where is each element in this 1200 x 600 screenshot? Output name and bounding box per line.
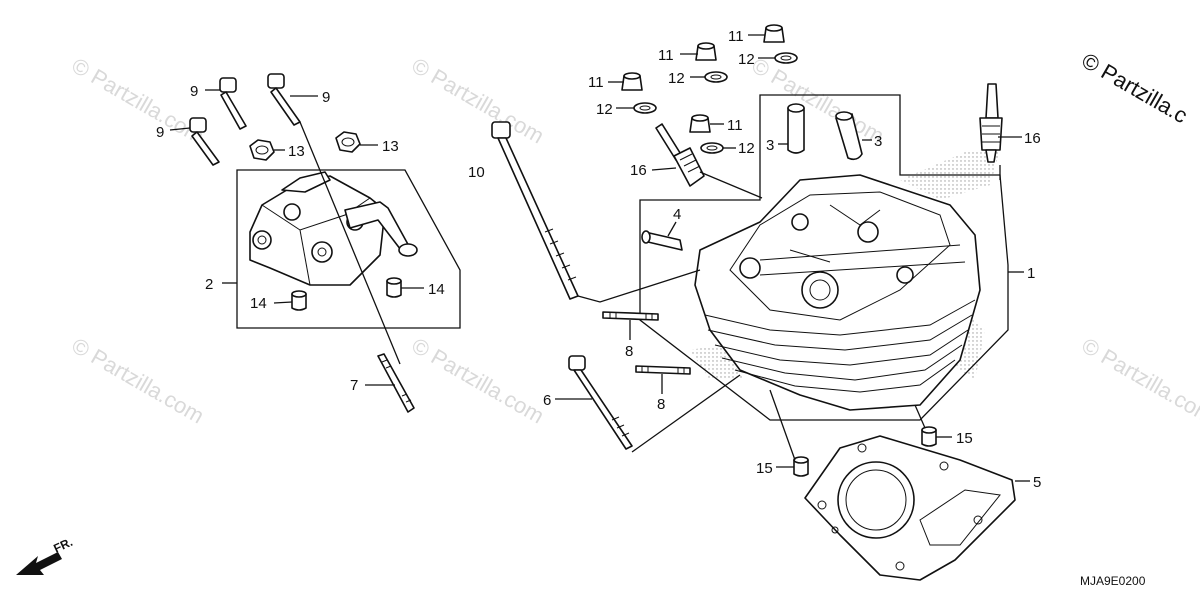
callout-12-b: 12 bbox=[668, 70, 685, 87]
bolt-9-a bbox=[219, 77, 247, 130]
connector-bolt6-line bbox=[631, 374, 741, 453]
diagram-code: MJA9E0200 bbox=[1080, 574, 1146, 588]
dowel-15-b bbox=[793, 456, 809, 477]
spark-plug-16-a bbox=[655, 123, 705, 187]
stud-bolt-8-b bbox=[635, 365, 691, 375]
seal-11-c bbox=[763, 24, 785, 43]
washer-12-c bbox=[774, 52, 798, 64]
group-box-1 bbox=[639, 94, 1009, 421]
bolt-9-c bbox=[189, 117, 220, 166]
valve-guide-3-b bbox=[835, 111, 863, 161]
rocker-arm-holder bbox=[249, 171, 418, 286]
callout-14-a: 14 bbox=[250, 295, 267, 312]
connector-bolt10-line bbox=[577, 269, 701, 303]
callout-labels: 9 9 9 13 13 2 14 14 7 10 11 12 11 12 11 … bbox=[156, 28, 1041, 491]
callout-10: 10 bbox=[468, 164, 485, 181]
dowel-pin-14-a bbox=[291, 290, 307, 311]
stud-bolt-8-a bbox=[602, 311, 659, 321]
front-arrow-label: FR. bbox=[51, 535, 74, 556]
callout-16-a: 16 bbox=[630, 162, 647, 179]
callout-9-c: 9 bbox=[156, 124, 164, 141]
nut-13-a bbox=[249, 139, 275, 161]
callout-11-d: 11 bbox=[727, 117, 743, 134]
copyright-text: © Partzilla.c bbox=[1078, 48, 1192, 128]
watermark-2: © Partzilla.com bbox=[408, 53, 549, 149]
rocker-arm-holder-assembly bbox=[169, 73, 461, 413]
watermark-5: © Partzilla.com bbox=[408, 333, 549, 429]
callout-4: 4 bbox=[673, 206, 681, 223]
washer-12-d bbox=[700, 142, 724, 154]
callout-2: 2 bbox=[205, 276, 213, 293]
nut-13-b bbox=[335, 131, 361, 153]
callout-13-b: 13 bbox=[382, 138, 399, 155]
callout-3-b: 3 bbox=[874, 133, 882, 150]
bolt-6 bbox=[568, 355, 633, 450]
callout-14-b: 14 bbox=[428, 281, 445, 298]
connector-dowel15-line bbox=[769, 389, 796, 461]
callout-9-b: 9 bbox=[322, 89, 330, 106]
watermark-6: © Partzilla.com bbox=[1078, 333, 1200, 429]
callout-11-a: 11 bbox=[588, 74, 604, 91]
callout-7: 7 bbox=[350, 377, 358, 394]
washer-12-a bbox=[633, 102, 657, 114]
callout-8-a: 8 bbox=[625, 343, 633, 360]
group-box-2 bbox=[236, 169, 461, 329]
stud-bolt-7 bbox=[377, 353, 415, 413]
callout-11-c: 11 bbox=[728, 28, 744, 45]
spark-plug-16-b bbox=[979, 83, 1003, 163]
seal-11-b bbox=[695, 42, 717, 61]
dowel-pin-14-b bbox=[386, 277, 402, 298]
callout-13-a: 13 bbox=[288, 143, 305, 160]
dowel-4 bbox=[641, 230, 683, 251]
cylinder-head-gasket-5 bbox=[804, 435, 1016, 581]
callout-8-b: 8 bbox=[657, 396, 665, 413]
washer-12-b bbox=[704, 71, 728, 83]
seal-11-d bbox=[689, 114, 711, 133]
callout-12-c: 12 bbox=[738, 51, 755, 68]
front-arrow-icon bbox=[16, 552, 62, 575]
callout-16-b: 16 bbox=[1024, 130, 1041, 147]
shading-left bbox=[690, 345, 745, 380]
callout-3-a: 3 bbox=[766, 137, 774, 154]
callout-6: 6 bbox=[543, 392, 551, 409]
connector-plug-line bbox=[699, 171, 763, 199]
callout-15-b: 15 bbox=[756, 460, 773, 477]
callout-9-a: 9 bbox=[190, 83, 198, 100]
seal-11-a bbox=[621, 72, 643, 91]
callout-12-a: 12 bbox=[596, 101, 613, 118]
callout-5: 5 bbox=[1033, 474, 1041, 491]
dowel-15-a bbox=[921, 426, 937, 447]
front-direction-arrow: FR. bbox=[16, 535, 75, 575]
valve-guide-3-a bbox=[787, 103, 805, 154]
watermark-4: © Partzilla.com bbox=[68, 333, 209, 429]
callout-11-b: 11 bbox=[658, 47, 674, 64]
connector-dowel15b-line bbox=[914, 404, 926, 429]
callout-1: 1 bbox=[1027, 265, 1035, 282]
watermark-1: © Partzilla.com bbox=[68, 53, 209, 149]
bolt-10 bbox=[491, 121, 579, 300]
callout-15-a: 15 bbox=[956, 430, 973, 447]
bolt-9-b bbox=[267, 73, 301, 126]
watermark-3: © Partzilla.com bbox=[748, 53, 889, 149]
cylinder-head-assembly bbox=[491, 24, 1030, 581]
callout-12-d: 12 bbox=[738, 140, 755, 157]
